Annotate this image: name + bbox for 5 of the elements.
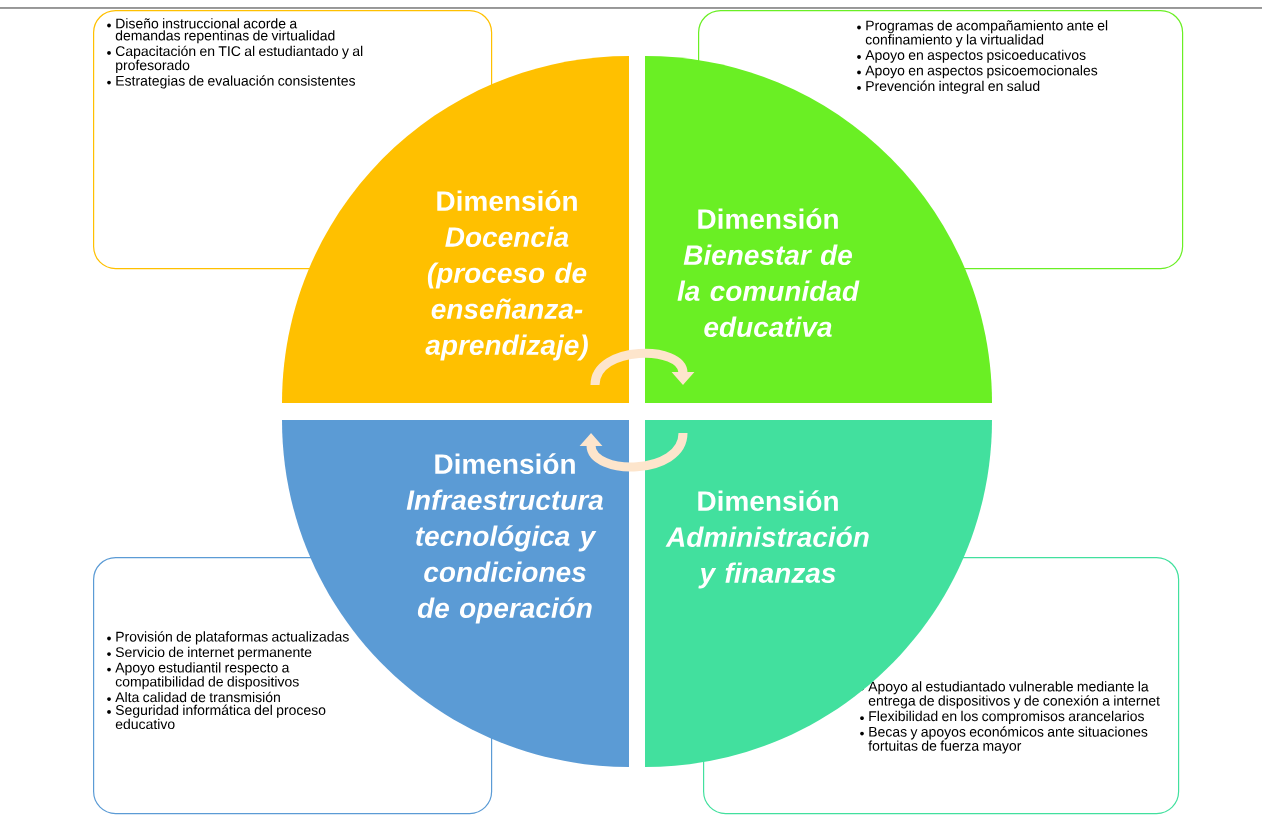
bullet-item: Programas de acompañamiento ante el confinamiento y la virtualidad bbox=[865, 20, 1108, 48]
cycle-arrow bbox=[579, 432, 688, 472]
bullet-item: Alta calidad de transmisión bbox=[115, 691, 280, 703]
cycle-arrow bbox=[590, 348, 695, 386]
bullet-item: Diseño instruccional acorde a demandas repentinas de virtualidad bbox=[115, 18, 335, 44]
